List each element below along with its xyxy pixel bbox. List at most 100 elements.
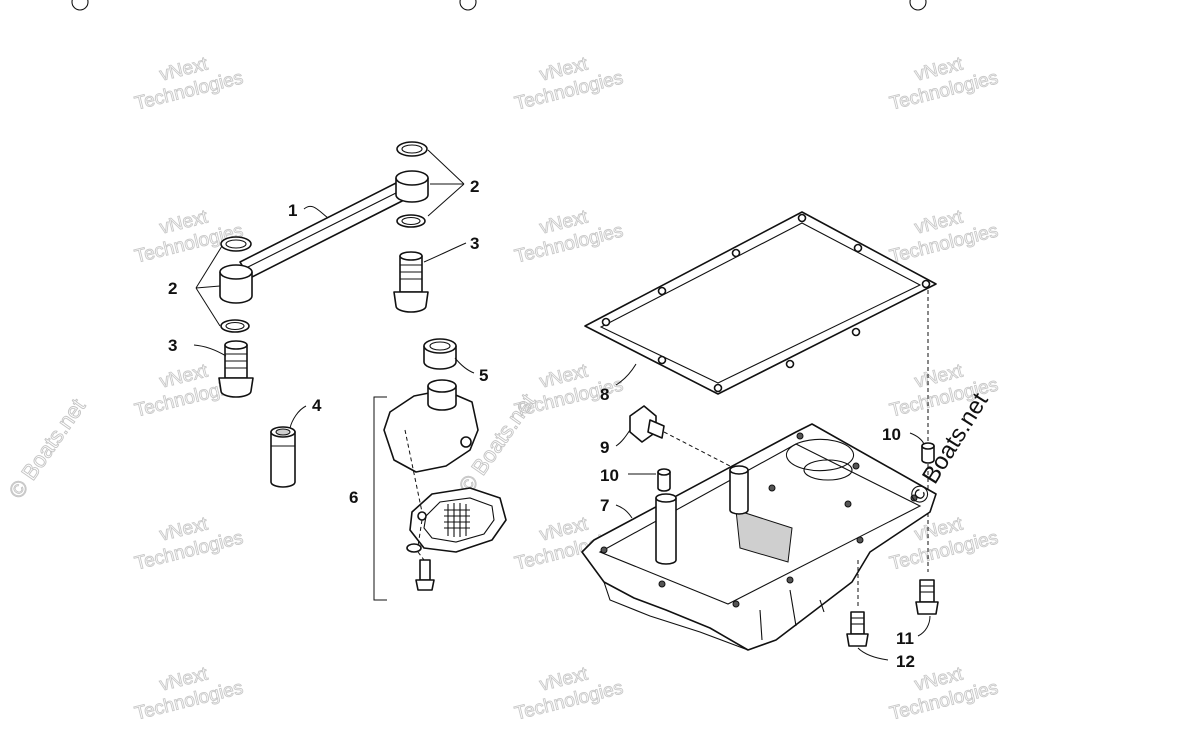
leader-9: [615, 429, 631, 447]
pan-hole: [852, 462, 860, 470]
watermark: vNext Technologies: [132, 663, 246, 725]
dowel-top: [657, 468, 671, 476]
callout-4: 4: [312, 396, 322, 415]
pan-bottom-edge: [603, 581, 749, 651]
callout-6: 6: [349, 488, 358, 507]
leader-8: [615, 363, 637, 386]
watermark-boats: © Boats.net: [4, 394, 91, 503]
bolt-head-left: [218, 377, 254, 398]
gasket-hole: [731, 248, 741, 258]
gasket-hole: [853, 243, 863, 253]
pan-sump-inner: [803, 459, 853, 481]
o-ring-inner: [225, 321, 245, 331]
callout-2-right: 2: [470, 177, 479, 196]
bracket-6: [373, 396, 387, 601]
pan-hole: [600, 546, 608, 554]
leader-2-left: [195, 245, 223, 327]
watermark-circle: [459, 0, 477, 11]
pan-bolt-bosses: [600, 432, 918, 608]
assembly-line: [417, 519, 423, 547]
pan-boss-top: [655, 493, 677, 503]
bolt-head: [915, 601, 939, 615]
gasket-hole: [797, 213, 807, 223]
leader-5: [454, 357, 475, 374]
watermark: vNext Technologies: [512, 53, 626, 115]
o-ring-bottom-right: [396, 214, 426, 228]
leader-3-left: [193, 344, 227, 357]
leader-lines: [193, 149, 931, 661]
pan-hole: [844, 500, 852, 508]
pan-hole: [796, 432, 804, 440]
callout-7: 7: [600, 496, 609, 515]
part-9-drain-plug: [629, 405, 731, 467]
part-8-gasket: [584, 211, 937, 395]
gasket-hole: [657, 286, 667, 296]
part-5-plug: [423, 338, 457, 370]
leader-4: [289, 405, 307, 429]
part-7-oil-pan: [581, 423, 937, 651]
bolt-head-right: [393, 291, 429, 313]
bolt-shank: [919, 579, 935, 603]
callout-11: 11: [896, 629, 914, 648]
assembly-line: [663, 431, 731, 467]
watermark: vNext Technologies: [512, 206, 626, 268]
gasket-hole: [785, 359, 795, 369]
part-11-bolt: [915, 579, 939, 615]
mesh-screen: [444, 503, 470, 537]
callout-1: 1: [288, 201, 297, 220]
callout-5: 5: [479, 366, 488, 385]
gasket-hole: [851, 327, 861, 337]
o-ring-top-left: [220, 236, 252, 252]
strainer-washer: [406, 543, 422, 553]
part-12-bolt: [846, 560, 869, 647]
callout-3-right: 3: [470, 234, 479, 253]
pan-boss-2-top: [729, 465, 749, 475]
pipe-end-left: [218, 236, 254, 398]
assembly-line: [417, 551, 425, 561]
watermark: vNext Technologies: [887, 206, 1001, 268]
watermark: vNext Technologies: [512, 663, 626, 725]
leader-7: [615, 504, 633, 519]
part-4-sleeve: [270, 426, 296, 488]
drain-plug-thread: [647, 419, 665, 439]
callout-8: 8: [600, 385, 609, 404]
o-ring-inner: [401, 144, 423, 154]
bolt-head: [846, 633, 869, 647]
dowel-body: [657, 471, 671, 492]
pan-hole: [786, 576, 794, 584]
banjo-bolt-right: [399, 255, 423, 293]
leader-12: [857, 647, 889, 661]
leader-2-right: [427, 149, 465, 217]
plug-top: [423, 338, 457, 354]
pan-hole: [732, 600, 740, 608]
gasket-inner: [599, 222, 922, 384]
callout-9: 9: [600, 438, 609, 457]
pan-baffle: [735, 509, 793, 563]
gasket-hole: [601, 317, 611, 327]
screen-hole: [417, 511, 427, 521]
pan-hole: [768, 484, 776, 492]
watermark: vNext Technologies: [132, 513, 246, 575]
leader-10-right: [909, 432, 925, 445]
pan-ribs: [759, 589, 825, 641]
o-ring-top-right: [396, 141, 428, 157]
pan-sump: [785, 438, 855, 472]
watermark-circle: [71, 0, 89, 11]
sleeve-bore: [275, 428, 291, 436]
pipe-eye-left-top: [219, 264, 253, 280]
leader-1: [303, 205, 329, 219]
part-10-dowel-left: [657, 468, 671, 492]
watermark: vNext Technologies: [132, 206, 246, 268]
part-1-oil-pipe: [239, 179, 413, 279]
gasket-bolt-holes: [601, 213, 931, 393]
pan-boss-2: [729, 469, 749, 515]
gasket-hole: [921, 279, 931, 289]
strainer-bolt: [419, 559, 431, 581]
leader-11: [917, 615, 931, 637]
pan-hole: [658, 580, 666, 588]
dowel-top: [921, 442, 935, 450]
o-ring-bottom-left: [220, 319, 250, 333]
pan-boss: [655, 497, 677, 565]
gasket-hole: [713, 383, 723, 393]
